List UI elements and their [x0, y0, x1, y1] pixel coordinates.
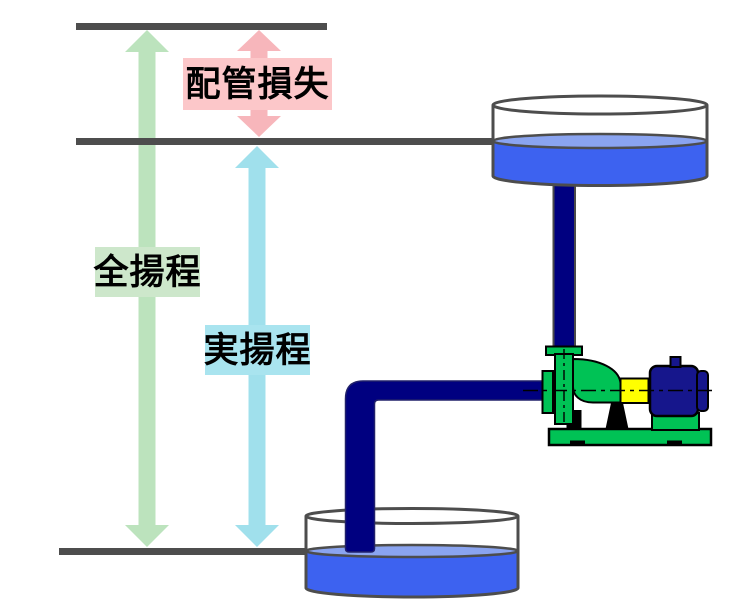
pump-unit [523, 345, 714, 447]
lower-tank-wall-outline [304, 516, 520, 599]
upper-tank-water-level-line [76, 138, 493, 145]
lower-tank-water-surface [304, 543, 520, 559]
total-head-level-line [76, 23, 327, 30]
piping-loss-label: 配管損失 [183, 58, 332, 110]
suction-pipe [344, 380, 546, 553]
suction-flange [541, 370, 554, 414]
base-foot-left [570, 440, 585, 445]
lower-tank-rim [304, 507, 520, 525]
upper-tank-rim [491, 94, 709, 116]
lower-tank-water-level-line [59, 548, 307, 555]
discharge-pipe [552, 169, 576, 349]
volute-casing [572, 357, 622, 404]
upper-tank [491, 94, 709, 187]
lower-tank [304, 507, 520, 599]
bearing-support [605, 403, 629, 429]
actual-head-label: 実揚程 [204, 325, 311, 375]
upper-tank-water-surface [491, 132, 709, 150]
upper-tank-wall-outline [491, 105, 709, 187]
base-foot-right [667, 440, 682, 445]
motor-lifting-lug [669, 356, 682, 368]
lower-tank-water [306, 551, 518, 597]
total-head-label: 全揚程 [94, 247, 201, 297]
upper-tank-water [493, 141, 707, 186]
